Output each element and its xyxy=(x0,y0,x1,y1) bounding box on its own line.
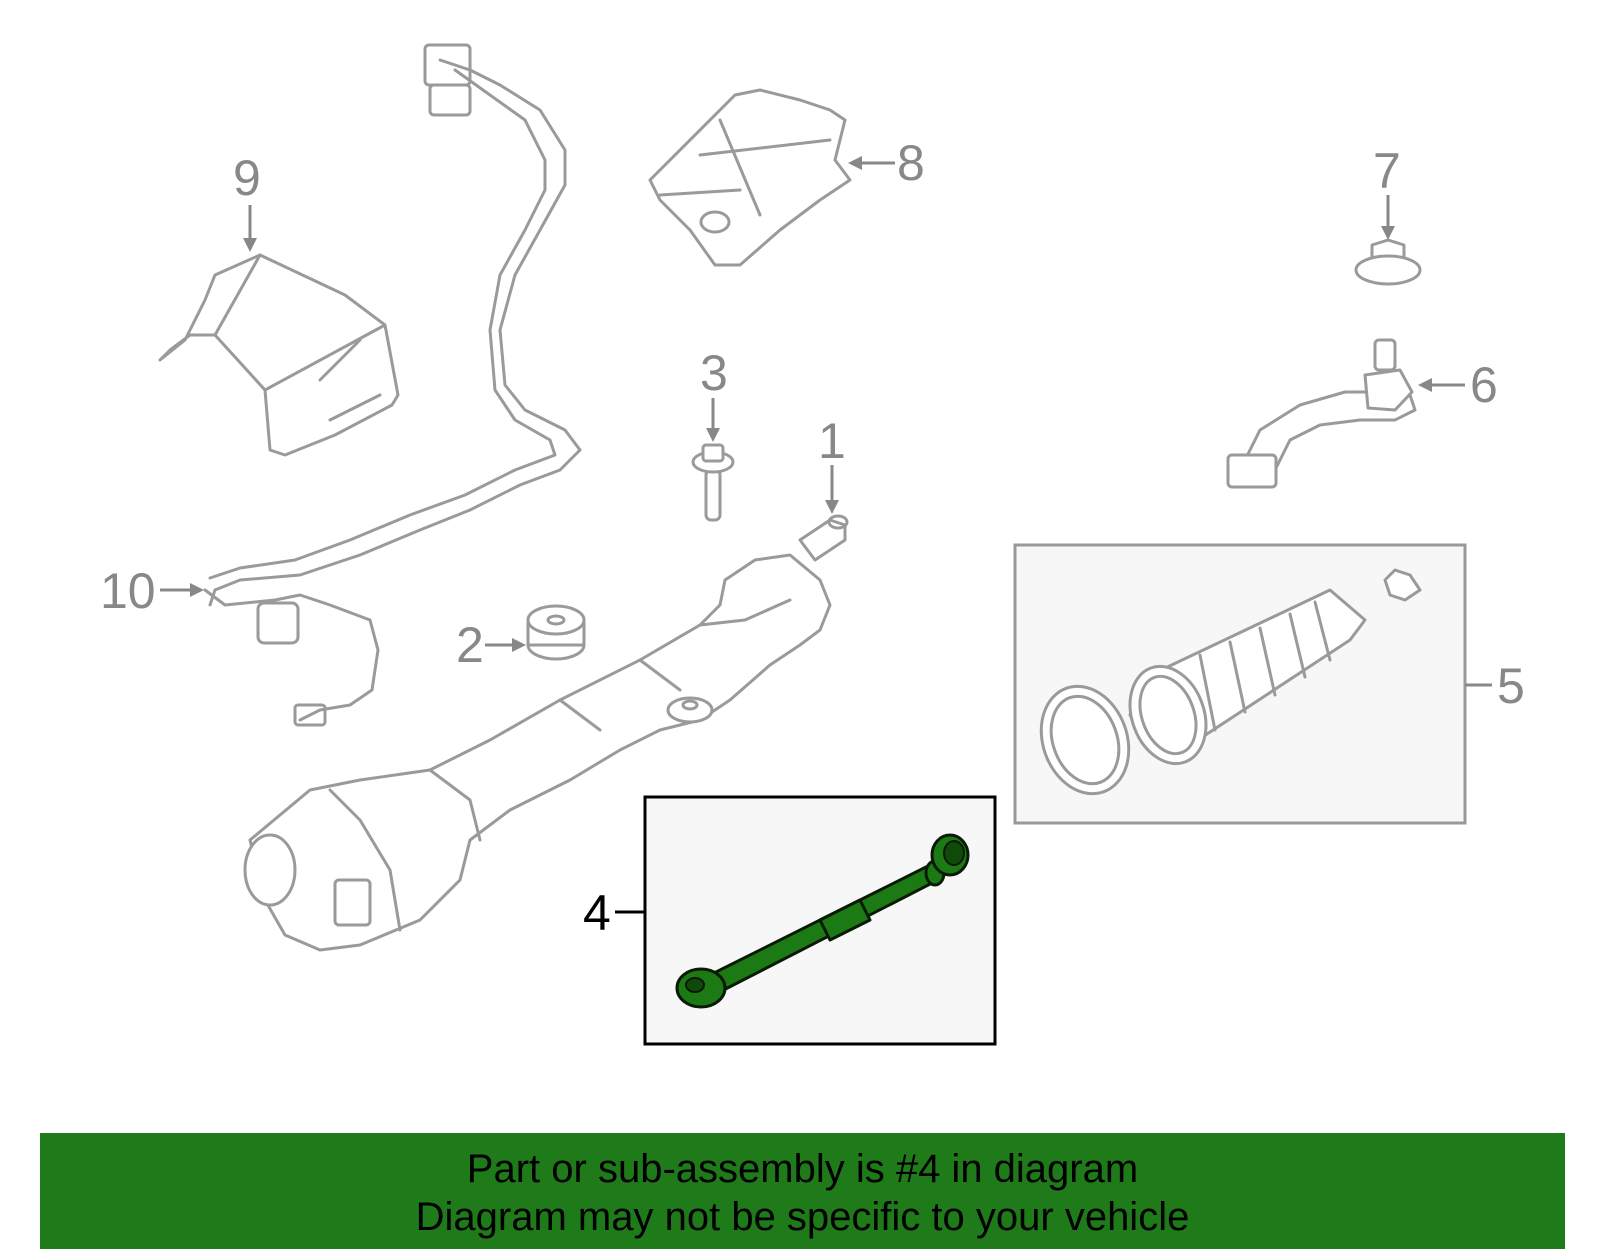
arrow-7 xyxy=(1381,226,1395,240)
part-5-boot-kit[interactable] xyxy=(1013,543,1467,825)
arrow-1 xyxy=(825,500,839,514)
part-9-heat-shield[interactable] xyxy=(158,253,400,457)
callout-1[interactable]: 1 xyxy=(818,413,846,469)
arrow-10 xyxy=(190,583,204,597)
part-8-shield[interactable] xyxy=(648,88,852,267)
part-6-tie-rod-end[interactable] xyxy=(1226,338,1417,489)
arrow-3 xyxy=(706,428,720,442)
callout-6[interactable]: 6 xyxy=(1470,357,1498,413)
callout-5[interactable]: 5 xyxy=(1497,658,1525,714)
part-3-bolt[interactable] xyxy=(691,443,735,522)
callout-3[interactable]: 3 xyxy=(700,345,728,401)
callout-10[interactable]: 10 xyxy=(100,563,156,619)
callout-2[interactable]: 2 xyxy=(456,617,484,673)
arrow-9 xyxy=(243,238,257,252)
callout-8[interactable]: 8 xyxy=(897,135,925,191)
part-1-steering-gear[interactable] xyxy=(243,514,849,952)
part-2-bushing[interactable] xyxy=(526,604,586,661)
callout-4[interactable]: 4 xyxy=(583,885,611,941)
part-4-inner-tie-rod[interactable] xyxy=(643,795,997,1046)
info-banner: Part or sub-assembly is #4 in diagram Di… xyxy=(40,1133,1565,1249)
banner-line-1: Part or sub-assembly is #4 in diagram xyxy=(466,1147,1139,1191)
arrow-6 xyxy=(1418,378,1432,392)
part-10-wiring-harness[interactable] xyxy=(203,43,582,727)
arrow-2 xyxy=(512,638,526,652)
callout-7[interactable]: 7 xyxy=(1373,143,1401,199)
callout-9[interactable]: 9 xyxy=(233,150,261,206)
arrow-8 xyxy=(848,156,862,170)
part-7-nut[interactable] xyxy=(1354,238,1422,286)
banner-line-2: Diagram may not be specific to your vehi… xyxy=(415,1195,1190,1239)
